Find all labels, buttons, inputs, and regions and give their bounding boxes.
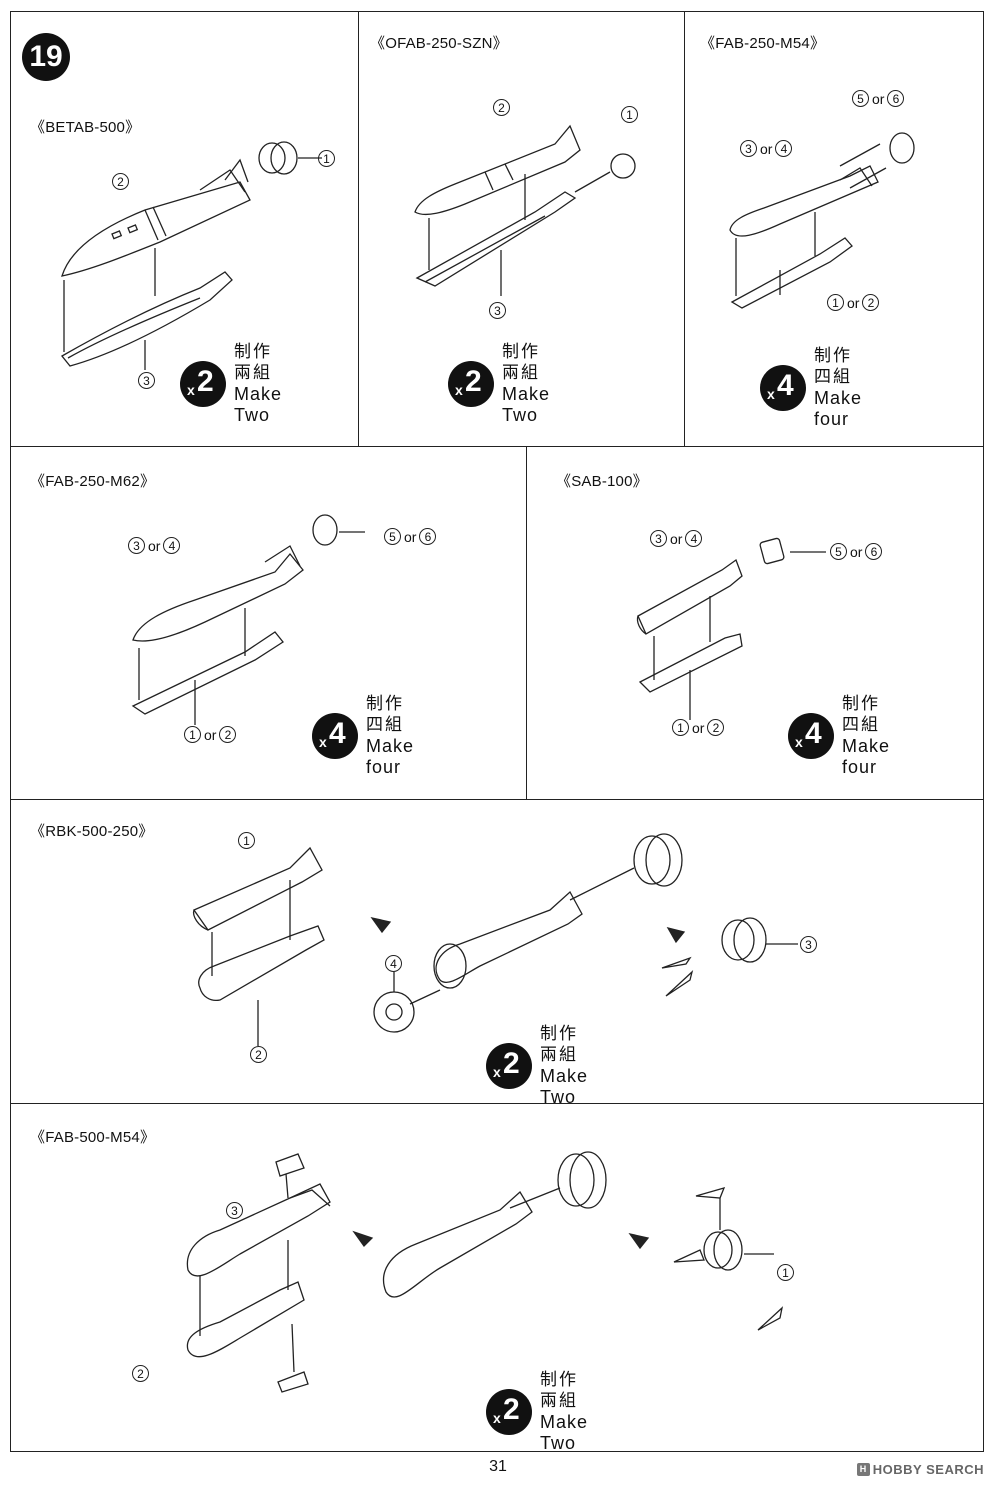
make-count-zh: 制作兩組 <box>540 1024 578 1065</box>
part-label: 3 <box>489 302 506 319</box>
part-label: 4 <box>385 955 402 972</box>
panel-title: 《BETAB-500》 <box>30 119 141 136</box>
panel-title: 《FAB-250-M62》 <box>30 473 156 490</box>
watermark-logo-icon: H <box>856 1463 870 1476</box>
part-label: 1 <box>318 150 335 167</box>
make-count-zh: 制作兩組 <box>540 1370 578 1411</box>
bomb-diagram-fab-500 <box>186 1151 784 1393</box>
make-count-en: Make four <box>366 736 415 777</box>
part-label: 3 <box>800 936 817 953</box>
col-divider-2 <box>684 11 685 446</box>
col-divider-3 <box>526 446 527 799</box>
panel-title: 《FAB-250-M54》 <box>700 35 826 52</box>
make-count-zh: 制作四組 <box>366 694 404 735</box>
make-count-en: Make four <box>842 736 891 777</box>
bomb-diagram-fab-m54 <box>729 132 915 309</box>
part-label: 3 <box>226 1202 243 1219</box>
make-count-zh: 制作四組 <box>814 346 852 387</box>
row-divider-1 <box>10 446 984 447</box>
make-count-en: Make Two <box>540 1412 589 1453</box>
panel-title: 《RBK-500-250》 <box>30 823 154 840</box>
bomb-diagram-fab-m62 <box>131 514 365 725</box>
bomb-diagram-ofab <box>414 124 636 296</box>
make-count-zh: 制作兩組 <box>234 342 272 383</box>
bomb-diagram-rbk <box>192 833 798 1046</box>
part-label: 2 <box>250 1046 267 1063</box>
part-label: 2 <box>493 99 510 116</box>
part-label: 3 <box>138 372 155 389</box>
make-count-en: Make Two <box>502 384 551 425</box>
panel-title: 《SAB-100》 <box>556 473 648 490</box>
watermark-text: HOBBY SEARCH <box>872 1462 984 1477</box>
bomb-diagram-sab <box>636 537 826 720</box>
make-count-en: Make four <box>814 388 863 429</box>
row-divider-2 <box>10 799 984 800</box>
step-number-badge: 19 <box>22 33 70 81</box>
part-label: 1 <box>777 1264 794 1281</box>
make-count-zh: 制作四組 <box>842 694 880 735</box>
part-label: 1 <box>621 106 638 123</box>
make-count-en: Make Two <box>540 1066 589 1107</box>
part-label: 1 <box>238 832 255 849</box>
part-label: 2 <box>132 1365 149 1382</box>
col-divider-1 <box>358 11 359 446</box>
make-count-en: Make Two <box>234 384 283 425</box>
part-label: 2 <box>112 173 129 190</box>
make-count-zh: 制作兩組 <box>502 342 540 383</box>
page-number: 31 <box>489 1458 507 1475</box>
panel-title: 《FAB-500-M54》 <box>30 1129 156 1146</box>
panel-title: 《OFAB-250-SZN》 <box>370 35 508 52</box>
page-frame <box>10 11 984 1452</box>
row-divider-3 <box>10 1103 984 1104</box>
bomb-diagram-betab <box>61 141 322 370</box>
